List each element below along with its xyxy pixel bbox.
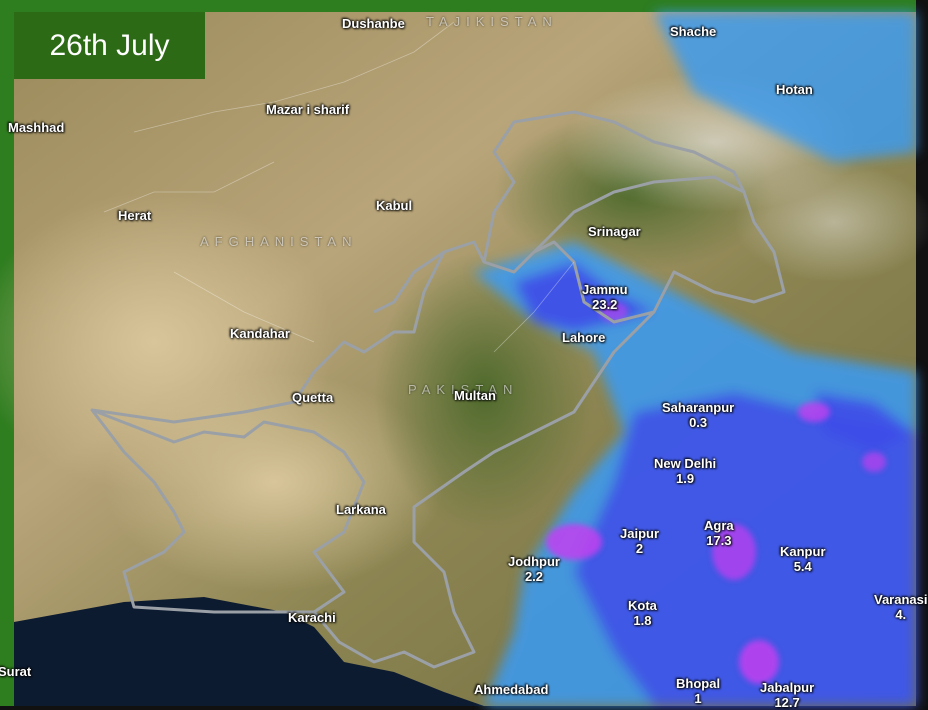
rainfall-value: 4. [895,607,907,622]
city-name: Ahmedabad [474,682,549,697]
city-ahmedabad[interactable]: Ahmedabad [474,682,548,697]
city-larkana[interactable]: Larkana [336,502,386,517]
rainfall-value: 17.3 [706,533,732,548]
city-name: Saharanpur [662,400,735,415]
country-label-pakistan: PAKISTAN [408,382,519,397]
city-name: Jaipur [620,526,660,541]
city-name: Srinagar [588,224,641,239]
city-shache[interactable]: Shache [670,24,716,39]
city-srinagar[interactable]: Srinagar [588,224,641,239]
city-mazar-i-sharif[interactable]: Mazar i sharif [266,102,349,117]
city-name: Mashhad [8,120,65,135]
rainfall-value: 23.2 [592,297,618,312]
arabian-sea [14,597,484,706]
city-name: Kabul [376,198,413,213]
rainfall-value: 0.3 [689,415,708,430]
city-lahore[interactable]: Lahore [562,330,605,345]
weather-map[interactable]: AFGHANISTAN PAKISTAN TAJIKISTAN Dushanbe… [0,12,928,710]
city-kandahar[interactable]: Kandahar [230,326,290,341]
city-name: Larkana [336,502,386,517]
city-name: Kota [628,598,657,613]
rain-overlay [474,12,916,706]
city-multan[interactable]: Multan [454,388,496,403]
city-name: Varanasi [874,592,928,607]
city-quetta[interactable]: Quetta [292,390,333,405]
city-name: Karachi [288,610,336,625]
city-name: Jodhpur [508,554,560,569]
heavy-rain [546,302,886,684]
city-mashhad[interactable]: Mashhad [8,120,64,135]
city-name: Dushanbe [342,16,405,31]
country-borders [90,110,786,669]
snow-peaks [734,162,928,282]
city-name: Jabalpur [760,680,815,695]
city-name: Herat [118,208,152,223]
city-herat[interactable]: Herat [118,208,151,223]
rainfall-value: 2.2 [524,569,544,584]
map-canvas [0,12,928,706]
city-name: Mazar i sharif [266,102,350,117]
city-hotan[interactable]: Hotan [776,82,813,97]
rainfall-value: 2 [635,541,644,556]
country-label-tajikistan: TAJIKISTAN [426,14,558,29]
city-surat[interactable]: Surat [0,664,31,679]
rainfall-value: 5.4 [793,559,812,574]
desert-area [104,372,444,592]
city-name: Lahore [562,330,606,345]
city-karachi[interactable]: Karachi [288,610,336,625]
city-name: Shache [670,24,717,39]
rainfall-value: 1.8 [633,613,652,628]
city-dushanbe[interactable]: Dushanbe [342,16,405,31]
city-kabul[interactable]: Kabul [376,198,412,213]
province-borders [103,21,575,353]
city-name: Kandahar [230,326,290,341]
city-name: Agra [704,518,734,533]
country-label-afghanistan: AFGHANISTAN [200,234,358,249]
city-name: Kanpur [780,544,826,559]
rainfall-value: 12.7 [774,695,800,710]
city-name: Multan [454,388,496,403]
rainfall-value: 1 [694,691,702,706]
city-name: Hotan [776,82,813,97]
city-name: Quetta [292,390,334,405]
city-name: Bhopal [676,676,721,691]
city-name: Jammu [582,282,628,297]
date-label: 26th July [14,12,205,79]
city-name: Surat [0,664,32,679]
rainfall-value: 1.9 [676,471,695,486]
city-name: New Delhi [654,456,717,471]
